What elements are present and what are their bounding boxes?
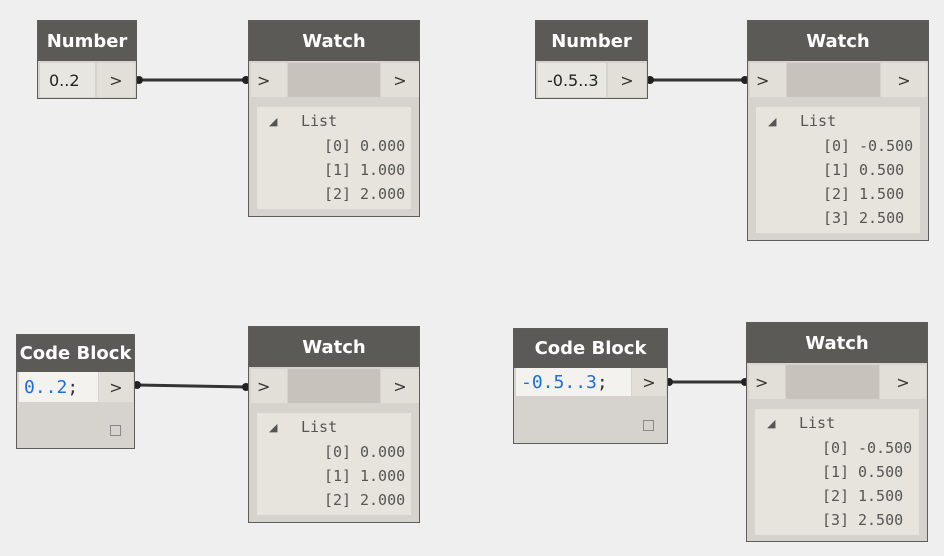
node-title[interactable]: Watch [748, 21, 928, 61]
watch-bar [288, 369, 380, 403]
code-semicolon: ; [596, 371, 608, 393]
watch-node[interactable]: Watch > > ◢ List [0] 0.000 [1] 1.000 [2]… [248, 20, 420, 217]
output-port[interactable]: > [99, 372, 133, 402]
watch-output-panel: ◢ List [0] 0.000 [1] 1.000 [2] 2.000 [257, 413, 411, 515]
wire-dot [135, 76, 143, 84]
list-index: [0] [822, 439, 850, 457]
list-index: [1] [324, 467, 352, 485]
code-editor[interactable]: 0..2; [19, 372, 98, 402]
list-value: 2.000 [360, 491, 406, 509]
list-value: 1.000 [360, 467, 406, 485]
list-index: [2] [324, 185, 352, 203]
number-value-field[interactable]: 0..2 [40, 63, 95, 97]
watch-bar [787, 63, 880, 97]
code-editor[interactable]: -0.5..3; [516, 368, 631, 396]
list-index: [2] [823, 185, 851, 203]
code-range-start: -0.5 [521, 371, 565, 393]
output-port[interactable]: > [608, 63, 646, 97]
node-title[interactable]: Number [38, 21, 136, 61]
checkbox-icon[interactable] [110, 425, 121, 436]
list-value: 0.500 [858, 463, 904, 481]
list-index: [0] [324, 443, 352, 461]
code-range-op: .. [34, 376, 57, 398]
code-range-start: 0 [24, 376, 35, 398]
list-value: 2.500 [858, 511, 904, 529]
output-port[interactable]: > [381, 63, 419, 97]
list-label: List [301, 418, 338, 436]
node-title[interactable]: Code Block [17, 335, 134, 372]
output-port[interactable]: > [881, 63, 927, 97]
triangle-down-icon[interactable]: ◢ [269, 115, 278, 128]
code-range-end: 2 [56, 376, 68, 398]
wire-dot [133, 381, 141, 389]
list-index: [2] [822, 487, 850, 505]
list-value: 0.500 [859, 161, 905, 179]
list-index: [1] [324, 161, 352, 179]
triangle-down-icon[interactable]: ◢ [269, 421, 278, 434]
triangle-down-icon[interactable]: ◢ [767, 417, 776, 430]
code-range-op: .. [564, 371, 587, 393]
output-port[interactable]: > [381, 369, 419, 403]
watch-bar [288, 63, 380, 97]
list-index: [1] [822, 463, 850, 481]
list-value: 2.000 [360, 185, 406, 203]
triangle-down-icon[interactable]: ◢ [768, 115, 777, 128]
list-index: [3] [823, 209, 851, 227]
watch-output-panel: ◢ List [0] -0.500 [1] 0.500 [2] 1.500 [3… [756, 107, 920, 233]
watch-node[interactable]: Watch > > ◢ List [0] -0.500 [1] 0.500 [2… [747, 20, 929, 241]
node-title[interactable]: Code Block [514, 329, 667, 368]
list-index: [2] [324, 491, 352, 509]
watch-output-panel: ◢ List [0] -0.500 [1] 0.500 [2] 1.500 [3… [755, 409, 919, 535]
watch-node[interactable]: Watch > > ◢ List [0] -0.500 [1] 0.500 [2… [746, 322, 928, 542]
watch-node[interactable]: Watch > > ◢ List [0] 0.000 [1] 1.000 [2]… [248, 326, 420, 523]
list-value: 1.500 [858, 487, 904, 505]
list-index: [0] [823, 137, 851, 155]
list-label: List [800, 112, 837, 130]
list-value: 2.500 [859, 209, 905, 227]
code-range-end: 3 [586, 371, 597, 393]
list-value: 0.000 [360, 137, 406, 155]
code-semicolon: ; [67, 376, 79, 398]
output-port[interactable]: > [97, 63, 135, 97]
input-port[interactable]: > [251, 369, 287, 403]
wire-dot [646, 76, 654, 84]
number-node[interactable]: Number 0..2 > [37, 20, 137, 99]
list-label: List [301, 112, 338, 130]
list-value: 0.000 [360, 443, 406, 461]
code-block-node[interactable]: Code Block 0..2; > [16, 334, 135, 449]
node-title[interactable]: Watch [747, 323, 927, 363]
code-block-node[interactable]: Code Block -0.5..3; > [513, 328, 668, 444]
list-index: [3] [822, 511, 850, 529]
list-index: [0] [324, 137, 352, 155]
watch-bar [786, 365, 879, 399]
list-value: -0.500 [858, 439, 913, 457]
input-port[interactable]: > [750, 63, 786, 97]
node-title[interactable]: Number [536, 21, 647, 61]
wire-code1-watch3 [136, 383, 248, 389]
node-title[interactable]: Watch [249, 327, 419, 367]
list-label: List [799, 414, 836, 432]
watch-output-panel: ◢ List [0] 0.000 [1] 1.000 [2] 2.000 [257, 107, 411, 209]
number-node[interactable]: Number -0.5..3 > [535, 20, 648, 99]
input-port[interactable]: > [251, 63, 287, 97]
number-value-field[interactable]: -0.5..3 [538, 63, 606, 97]
output-port[interactable]: > [880, 365, 926, 399]
list-index: [1] [823, 161, 851, 179]
output-port[interactable]: > [632, 368, 666, 396]
node-title[interactable]: Watch [249, 21, 419, 61]
list-value: -0.500 [859, 137, 914, 155]
list-value: 1.000 [360, 161, 406, 179]
list-value: 1.500 [859, 185, 905, 203]
checkbox-icon[interactable] [643, 420, 654, 431]
input-port[interactable]: > [749, 365, 785, 399]
